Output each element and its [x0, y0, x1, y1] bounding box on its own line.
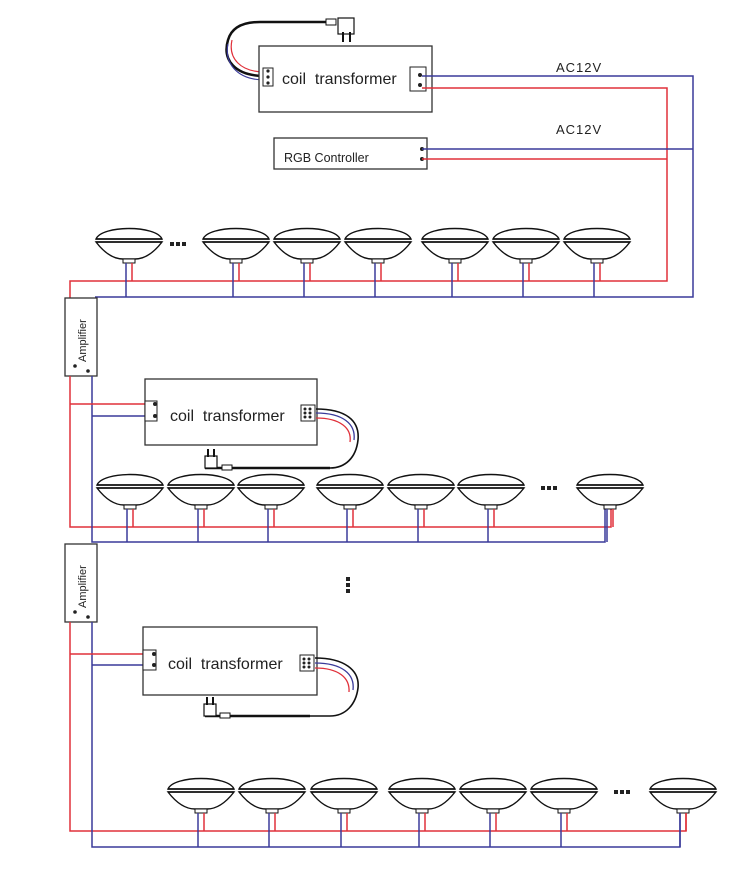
pool-lamp — [272, 227, 342, 297]
section-2-wiring — [69, 376, 612, 543]
pool-lamp — [95, 473, 165, 542]
amplifier-1: Amplifier — [64, 297, 98, 377]
pool-lamp — [491, 227, 561, 297]
pool-lamp — [648, 777, 718, 847]
pool-lamp — [309, 777, 379, 847]
pool-lamp — [315, 473, 385, 542]
transformer-2-label: coil transformer — [170, 408, 285, 425]
power-cord-2 — [204, 408, 359, 471]
amplifier-1-label: Amplifier — [77, 319, 89, 362]
voltage-label-controller: AC12V — [556, 122, 602, 137]
transformer-label: coil transformer — [282, 71, 397, 88]
rgb-controller: RGB Controller — [273, 137, 428, 170]
pool-lamp — [343, 227, 413, 297]
pool-lamp — [94, 227, 164, 297]
pool-lamp — [456, 473, 526, 542]
pool-lamp — [387, 777, 457, 847]
power-cord-3 — [203, 657, 359, 719]
amplifier-2-label: Amplifier — [77, 565, 89, 608]
coil-transformer-2: coil transformer — [144, 378, 318, 446]
pool-lamp — [386, 473, 456, 542]
coil-transformer-3: coil transformer — [142, 626, 318, 696]
amplifier-2: Amplifier — [64, 543, 98, 623]
ellipsis-dots — [170, 242, 630, 794]
ellipsis-row-1 — [170, 242, 186, 246]
pool-lamp — [562, 227, 632, 297]
transformer-3-label: coil transformer — [168, 656, 283, 673]
controller-label: RGB Controller — [284, 151, 369, 165]
pool-lamp — [201, 227, 271, 297]
voltage-label-top: AC12V — [556, 60, 602, 75]
pool-lamp — [575, 473, 645, 542]
pool-lamp — [166, 473, 236, 542]
lamp-rows — [94, 227, 718, 847]
top-wiring — [69, 75, 694, 298]
pool-lamp — [529, 777, 599, 847]
pool-lamp — [166, 777, 236, 847]
pool-lamp — [420, 227, 490, 297]
pool-lamp — [458, 777, 528, 847]
ellipsis-row-3 — [614, 790, 630, 794]
ellipsis-row-2 — [541, 486, 557, 490]
pool-lamp — [236, 473, 306, 542]
pool-lamp — [237, 777, 307, 847]
vertical-ellipsis — [346, 577, 350, 593]
coil-transformer-top: coil transformer — [258, 45, 433, 113]
